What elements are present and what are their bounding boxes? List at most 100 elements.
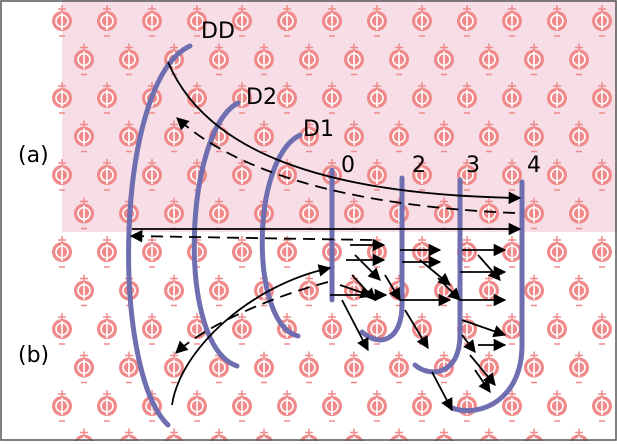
circled-cross-marker-icon xyxy=(367,313,387,345)
circled-cross-marker-icon xyxy=(119,120,139,153)
circled-cross-marker-icon xyxy=(209,428,229,445)
marker-lattice xyxy=(52,5,612,445)
circled-cross-marker-icon xyxy=(299,197,319,230)
circled-cross-marker-icon xyxy=(322,82,342,114)
circled-cross-marker-icon xyxy=(52,313,72,345)
trajectory-dashed-upper xyxy=(176,117,516,214)
scatter-arrow xyxy=(404,309,429,350)
circled-cross-marker-icon xyxy=(142,236,162,268)
circled-cross-marker-icon xyxy=(547,82,567,114)
circled-cross-marker-icon xyxy=(502,5,522,37)
circled-cross-marker-icon xyxy=(569,274,589,307)
circled-cross-marker-icon xyxy=(592,313,612,345)
circled-cross-marker-icon xyxy=(254,120,274,153)
circled-cross-marker-icon xyxy=(412,390,432,422)
circled-cross-marker-icon xyxy=(164,428,184,445)
circled-cross-marker-icon xyxy=(299,274,319,307)
circled-cross-marker-icon xyxy=(97,236,117,268)
scatter-arrow xyxy=(477,254,501,281)
trajectory-dashed-horizontal xyxy=(129,229,373,243)
circled-cross-marker-icon xyxy=(74,428,94,445)
circled-cross-marker-icon xyxy=(164,197,184,230)
circled-cross-marker-icon xyxy=(322,390,342,422)
circled-cross-marker-icon xyxy=(97,390,117,422)
circled-cross-marker-icon xyxy=(277,159,297,191)
circled-cross-marker-icon xyxy=(569,428,589,445)
circled-cross-marker-icon xyxy=(524,197,544,230)
circled-cross-marker-icon xyxy=(164,274,184,307)
circled-cross-marker-icon xyxy=(569,43,589,76)
circled-cross-marker-icon xyxy=(164,351,184,384)
label-dd: DD xyxy=(201,19,235,44)
circled-cross-marker-icon xyxy=(524,274,544,307)
circled-cross-marker-icon xyxy=(547,313,567,345)
circled-cross-marker-icon xyxy=(569,197,589,230)
circled-cross-marker-icon xyxy=(119,428,139,445)
circled-cross-marker-icon xyxy=(52,390,72,422)
circled-cross-marker-icon xyxy=(254,43,274,76)
circled-cross-marker-icon xyxy=(232,390,252,422)
circled-cross-marker-icon xyxy=(344,428,364,445)
circled-cross-marker-icon xyxy=(344,351,364,384)
circled-cross-marker-icon xyxy=(344,120,364,153)
circled-cross-marker-icon xyxy=(457,390,477,422)
circled-cross-marker-icon xyxy=(97,82,117,114)
circled-cross-marker-icon xyxy=(74,197,94,230)
circled-cross-marker-icon xyxy=(187,82,207,114)
circled-cross-marker-icon xyxy=(434,43,454,76)
scatter-arrow xyxy=(419,259,451,286)
label-2: 2 xyxy=(412,153,426,178)
circled-cross-marker-icon xyxy=(142,313,162,345)
scatter-arrow xyxy=(351,274,376,301)
circled-cross-marker-icon xyxy=(74,120,94,153)
circled-cross-marker-icon xyxy=(142,5,162,37)
circled-cross-marker-icon xyxy=(74,43,94,76)
scatter-arrow xyxy=(341,299,369,352)
panel-label-a: (a) xyxy=(18,143,49,168)
circled-cross-marker-icon xyxy=(232,313,252,345)
circled-cross-marker-icon xyxy=(457,82,477,114)
circled-cross-marker-icon xyxy=(412,5,432,37)
circled-cross-marker-icon xyxy=(502,236,522,268)
circled-cross-marker-icon xyxy=(547,236,567,268)
scatter-arrow xyxy=(354,254,381,281)
circled-cross-marker-icon xyxy=(142,159,162,191)
panel-label-b: (b) xyxy=(18,343,49,368)
scatter-arrow xyxy=(461,334,476,354)
circled-cross-marker-icon xyxy=(502,313,522,345)
circled-cross-marker-icon xyxy=(119,351,139,384)
circled-cross-marker-icon xyxy=(299,351,319,384)
label-0: 0 xyxy=(341,153,355,178)
circled-cross-marker-icon xyxy=(299,43,319,76)
circled-cross-marker-icon xyxy=(277,236,297,268)
trajectory-dashed-lower xyxy=(175,281,329,354)
label-d1: D1 xyxy=(303,117,334,142)
circled-cross-marker-icon xyxy=(209,274,229,307)
circled-cross-marker-icon xyxy=(412,236,432,268)
circled-cross-marker-icon xyxy=(344,43,364,76)
circled-cross-marker-icon xyxy=(547,5,567,37)
circled-cross-marker-icon xyxy=(389,428,409,445)
circled-cross-marker-icon xyxy=(232,159,252,191)
circled-cross-marker-icon xyxy=(592,236,612,268)
trajectory-solid-lower xyxy=(171,264,332,406)
boundary-d1 xyxy=(259,132,303,339)
circled-cross-marker-icon xyxy=(479,120,499,153)
circled-cross-marker-icon xyxy=(52,82,72,114)
boundary-2 xyxy=(359,175,405,343)
circled-cross-marker-icon xyxy=(547,159,567,191)
trajectory-solid-upper xyxy=(167,61,522,205)
circled-cross-marker-icon xyxy=(592,390,612,422)
label-3: 3 xyxy=(466,153,480,178)
circled-cross-marker-icon xyxy=(74,351,94,384)
circled-cross-marker-icon xyxy=(547,390,567,422)
scatter-arrow xyxy=(431,371,453,412)
scatter-arrow xyxy=(474,369,491,394)
circled-cross-marker-icon xyxy=(569,351,589,384)
circled-cross-marker-icon xyxy=(389,351,409,384)
circled-cross-marker-icon xyxy=(524,43,544,76)
circled-cross-marker-icon xyxy=(524,428,544,445)
circled-cross-marker-icon xyxy=(52,159,72,191)
